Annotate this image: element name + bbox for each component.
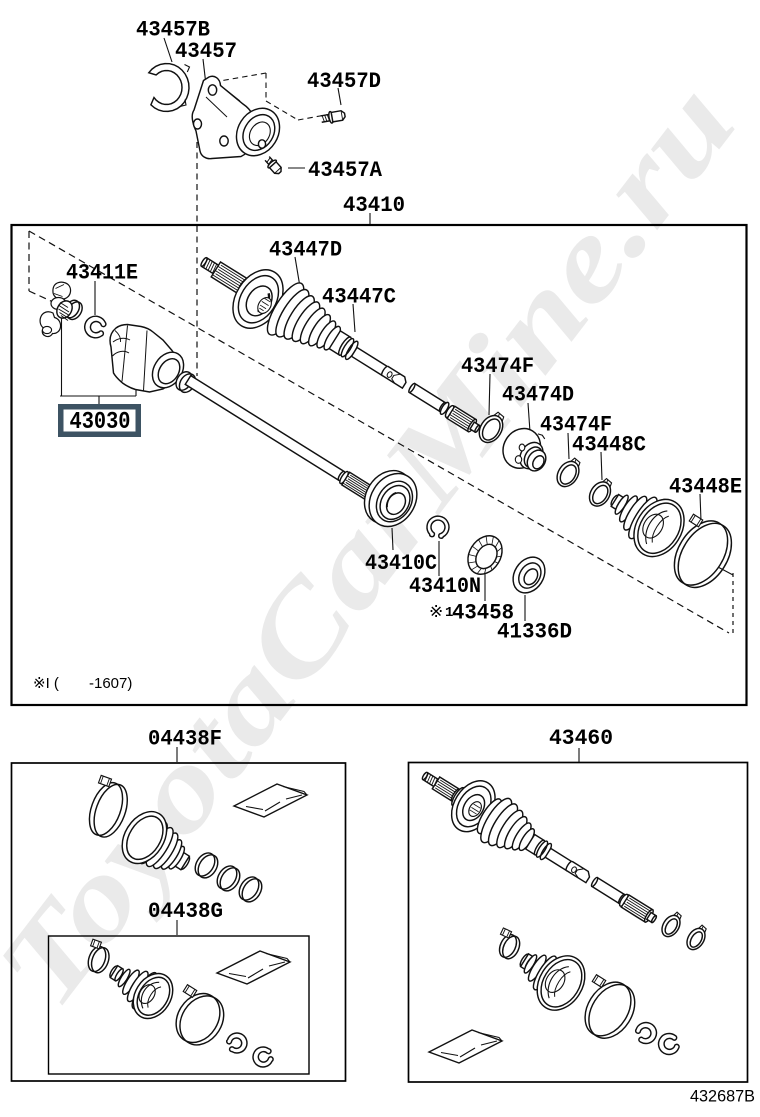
svg-text:43457B: 43457B xyxy=(136,18,210,43)
svg-text:※: ※ xyxy=(429,602,443,621)
svg-text:43458: 43458 xyxy=(452,601,514,626)
svg-text:43410: 43410 xyxy=(343,193,405,218)
svg-text:432687B: 432687B xyxy=(690,1088,755,1106)
svg-text:41336D: 41336D xyxy=(497,620,572,645)
svg-text:04438G: 04438G xyxy=(148,899,223,924)
svg-text:43474F: 43474F xyxy=(461,354,534,379)
svg-text:43447C: 43447C xyxy=(322,285,396,310)
svg-text:43474D: 43474D xyxy=(502,383,574,408)
svg-text:43448C: 43448C xyxy=(572,433,646,458)
svg-text:-1607): -1607) xyxy=(89,675,132,692)
svg-text:43410C: 43410C xyxy=(365,551,437,576)
svg-text:43460: 43460 xyxy=(549,726,613,751)
svg-text:43457A: 43457A xyxy=(308,158,383,183)
svg-text:04438F: 04438F xyxy=(148,727,222,752)
svg-text:43457D: 43457D xyxy=(307,69,381,94)
svg-text:43457: 43457 xyxy=(175,39,237,64)
svg-text:43411E: 43411E xyxy=(66,261,138,286)
svg-text:43030: 43030 xyxy=(70,409,131,436)
svg-text:1: 1 xyxy=(445,605,453,621)
svg-text:43448E: 43448E xyxy=(669,475,742,500)
svg-text:※I (: ※I ( xyxy=(33,675,59,692)
svg-text:43474F: 43474F xyxy=(540,413,612,438)
svg-text:43410N: 43410N xyxy=(409,574,481,599)
svg-text:43447D: 43447D xyxy=(269,238,342,263)
